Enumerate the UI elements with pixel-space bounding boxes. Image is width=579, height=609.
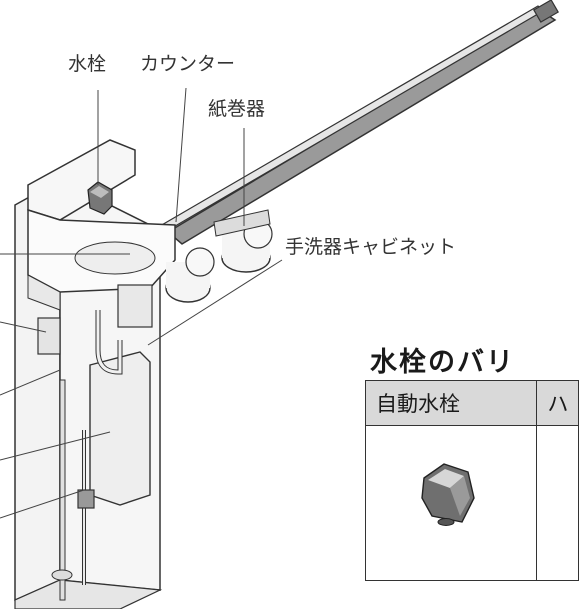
leader-left-4 [0, 431, 111, 461]
connector-box [117, 284, 153, 328]
callout-faucet: 水栓 [68, 53, 107, 75]
paper-holder-bracket [213, 209, 271, 237]
control-box [37, 317, 61, 355]
cell-second [536, 425, 579, 581]
drain-pipe-inner [96, 310, 122, 374]
counter-bar-endcap [533, 0, 559, 23]
callout-counter: カウンター [140, 53, 236, 75]
drain-outlet [51, 569, 73, 581]
table-header-row: 自動水栓 ハ [364, 380, 579, 426]
paper-roll-lower-end [185, 247, 215, 277]
basin-side-panel [27, 274, 61, 311]
frame-rod [59, 379, 66, 601]
faucet-highlight [90, 186, 109, 198]
leader-cabinet [147, 259, 283, 346]
column-header-second: ハ [536, 380, 579, 426]
leader-left-3 [0, 369, 61, 396]
leader-left-5 [0, 489, 85, 519]
table-row [364, 425, 579, 581]
leader-counter [175, 87, 187, 223]
stop-valve [77, 489, 95, 509]
leader-left-2 [0, 321, 47, 333]
callout-cabinet: 手洗器キャビネット [285, 236, 457, 258]
column-header-auto-faucet: 自動水栓 [364, 380, 538, 426]
internal-tank [89, 351, 151, 506]
basin-bowl [74, 241, 156, 275]
callout-paper-holder: 紙巻器 [208, 98, 266, 120]
faucet-variation-table: 自動水栓 ハ [364, 380, 579, 581]
auto-faucet-icon [421, 463, 475, 526]
counter-bar [166, 9, 557, 245]
cell-auto-faucet [364, 425, 538, 581]
cabinet-bottom [14, 579, 163, 609]
faucet-variations-title: 水栓のバリ [370, 347, 515, 378]
